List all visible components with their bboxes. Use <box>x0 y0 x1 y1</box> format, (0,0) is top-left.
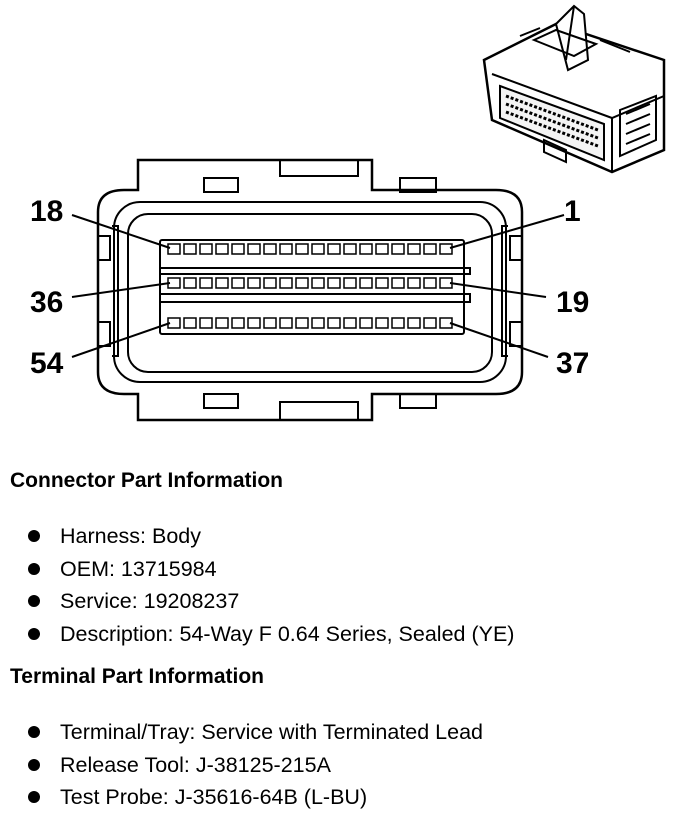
connector-description: Description: 54-Way F 0.64 Series, Seale… <box>60 622 515 647</box>
leader-line-1 <box>449 214 565 249</box>
leader-line-37 <box>449 322 549 358</box>
connector-info-list: Harness: Body OEM: 13715984 Service: 192… <box>28 520 514 651</box>
bullet-icon <box>28 628 40 641</box>
pin-label-1: 1 <box>564 195 581 228</box>
connector-diagram: 18 1 36 19 54 37 <box>30 4 666 422</box>
pin-label-54: 54 <box>30 347 64 380</box>
leader-line-19 <box>449 282 547 298</box>
connector-face <box>71 158 565 422</box>
bullet-icon <box>28 530 40 542</box>
connector-info-heading: Connector Part Information <box>10 469 284 492</box>
list-item: Service: 19208237 <box>28 585 514 618</box>
list-item: Harness: Body <box>28 520 514 553</box>
list-item: Description: 54-Way F 0.64 Series, Seale… <box>28 618 514 651</box>
leader-line-36 <box>71 282 171 298</box>
list-item: Test Probe: J-35616-64B (L-BU) <box>28 781 483 814</box>
connector-harness: Harness: Body <box>60 524 202 548</box>
terminal-release-tool: Release Tool: J-38125-215A <box>60 752 331 777</box>
terminal-info-list: Terminal/Tray: Service with Terminated L… <box>28 716 483 814</box>
leader-line-54 <box>71 322 171 358</box>
pin-label-19: 19 <box>556 286 589 319</box>
list-item: OEM: 13715984 <box>28 553 514 586</box>
list-item: Terminal/Tray: Service with Terminated L… <box>28 716 483 749</box>
connector-oem: OEM: 13715984 <box>60 556 217 581</box>
connector-service: Service: 19208237 <box>60 589 240 614</box>
leader-line-18 <box>71 214 171 249</box>
terminal-tray: Terminal/Tray: Service with Terminated L… <box>60 720 484 744</box>
bullet-icon <box>28 726 40 738</box>
bullet-icon <box>28 595 40 608</box>
pin-label-36: 36 <box>30 286 63 319</box>
bullet-icon <box>28 562 40 575</box>
terminal-test-probe: Test Probe: J-35616-64B (L-BU) <box>60 785 368 810</box>
pin-label-37: 37 <box>556 347 589 380</box>
bullet-icon <box>28 791 40 804</box>
bullet-icon <box>28 758 40 771</box>
pin-label-18: 18 <box>30 195 63 228</box>
list-item: Release Tool: J-38125-215A <box>28 749 483 782</box>
connector-3d-illustration <box>482 4 666 174</box>
terminal-info-heading: Terminal Part Information <box>10 665 264 688</box>
